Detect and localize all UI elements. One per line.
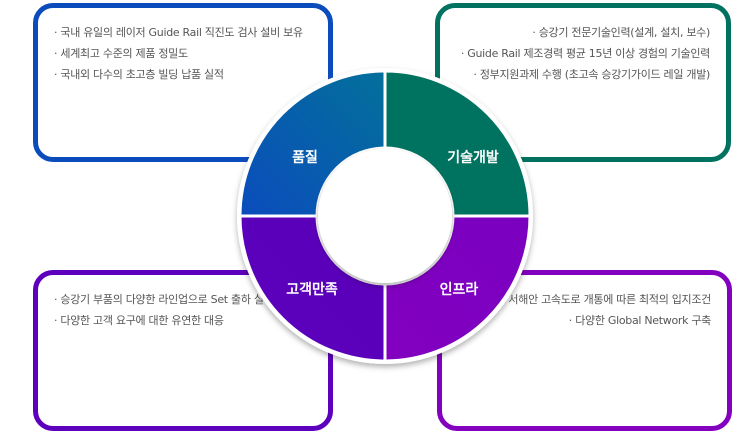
quality-box: · 국내 유일의 레이저 Guide Rail 직진도 검사 설비 보유 · 세… bbox=[33, 3, 333, 162]
tech-item: · Guide Rail 제조경력 평균 15년 이상 경험의 기술인력 bbox=[460, 47, 710, 60]
quadrant-label-quality: 품질 bbox=[292, 150, 318, 166]
quality-item: · 국내 유일의 레이저 Guide Rail 직진도 검사 설비 보유 bbox=[54, 26, 303, 39]
donut-hole bbox=[318, 149, 452, 283]
quality-item: · 국내외 다수의 초고층 빌딩 납품 실적 bbox=[54, 68, 224, 81]
tech-items: · 승강기 전문기술인력(설계, 설치, 보수) · Guide Rail 제조… bbox=[440, 26, 710, 89]
infra-item: · 다양한 Global Network 구축 bbox=[568, 314, 712, 327]
customer-item: · 승강기 부품의 다양한 라인업으로 Set 출하 실현 bbox=[54, 293, 274, 306]
quadrant-label-infra: 인프라 bbox=[440, 281, 479, 298]
quadrant-label-customer: 고객만족 bbox=[286, 281, 338, 298]
quality-item: · 세계최고 수준의 제품 정밀도 bbox=[54, 47, 188, 60]
tech-item: · 정부지원과제 수행 (초고속 승강기가이드 레일 개발) bbox=[473, 68, 710, 81]
infra-items: · 제2 서해안 고속도로 개통에 따른 최적의 입지조건 · 다양한 Glob… bbox=[441, 293, 711, 335]
customer-items: · 승강기 부품의 다양한 라인업으로 Set 출하 실현 · 다양한 고객 요… bbox=[54, 293, 324, 335]
customer-box: · 승강기 부품의 다양한 라인업으로 Set 출하 실현 · 다양한 고객 요… bbox=[33, 270, 333, 431]
customer-item: · 다양한 고객 요구에 대한 유연한 대응 bbox=[54, 314, 224, 327]
tech-item: · 승강기 전문기술인력(설계, 설치, 보수) bbox=[532, 26, 710, 39]
quality-items: · 국내 유일의 레이저 Guide Rail 직진도 검사 설비 보유 · 세… bbox=[54, 26, 324, 89]
quadrant-infra bbox=[383, 214, 532, 363]
quadrant-customer bbox=[238, 214, 387, 363]
quadrant-label-tech: 기술개발 bbox=[447, 149, 499, 166]
infra-item: · 제2 서해안 고속도로 개통에 따른 최적의 입지조건 bbox=[482, 293, 711, 306]
quadrant-quality bbox=[238, 69, 387, 218]
quadrant-tech bbox=[383, 69, 532, 218]
